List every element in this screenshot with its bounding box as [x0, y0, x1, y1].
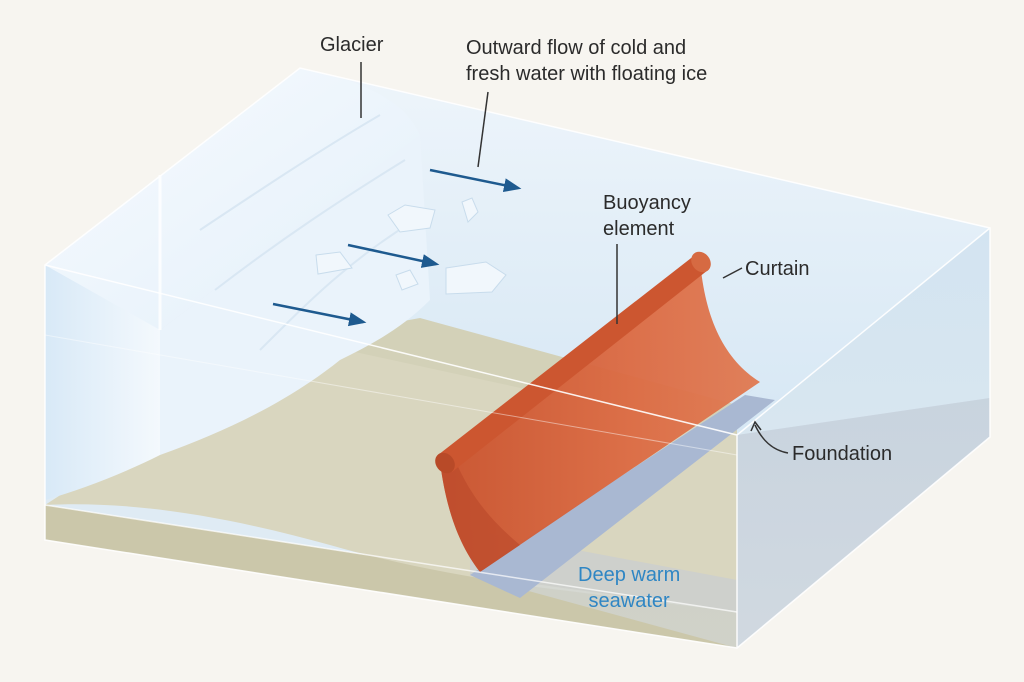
curtain: [440, 260, 760, 572]
curtain-leader: [722, 267, 743, 279]
glacier-top: [45, 68, 420, 330]
floating-ice: [315, 197, 507, 295]
box-outline: [44, 67, 991, 649]
glacier-face: [160, 135, 430, 455]
outward-flow-line-2: fresh water with floating ice: [466, 63, 708, 85]
ice-floe: [395, 269, 419, 291]
curtain-label: Curtain: [745, 258, 810, 280]
buoyancy-element-label: Buoyancy element: [603, 190, 691, 242]
deep-warm-line-2: seawater: [588, 590, 670, 612]
ice-floe: [315, 251, 353, 275]
ice-floe: [461, 197, 479, 223]
curved-pointer-icon: [754, 424, 789, 454]
seabed-front: [45, 505, 737, 648]
glacier-label: Glacier: [320, 34, 384, 56]
deep-warm-seawater-label: Deep warm seawater: [578, 562, 680, 614]
buoyancy-element: [435, 251, 711, 474]
deep-warm-zone: [470, 398, 990, 648]
flow-arrow-icon: [347, 243, 440, 268]
flow-arrow-icon: [272, 302, 367, 327]
buoyancy-line-1: Buoyancy: [603, 192, 691, 214]
curtain-shadow: [440, 460, 520, 572]
ice-floe: [445, 261, 507, 295]
glacier: [45, 68, 430, 500]
foundation: [470, 395, 775, 598]
foundation-label: Foundation: [792, 443, 893, 465]
buoyancy-line-2: element: [603, 218, 675, 240]
flow-arrow-icon: [429, 168, 522, 193]
deep-warm-line-1: Deep warm: [578, 564, 681, 586]
outward-flow-line-1: Outward flow of cold and: [466, 37, 687, 59]
ice-floe: [387, 204, 436, 233]
outward-flow-label: Outward flow of cold and fresh water wit…: [466, 35, 707, 87]
flow-leader: [477, 91, 489, 168]
